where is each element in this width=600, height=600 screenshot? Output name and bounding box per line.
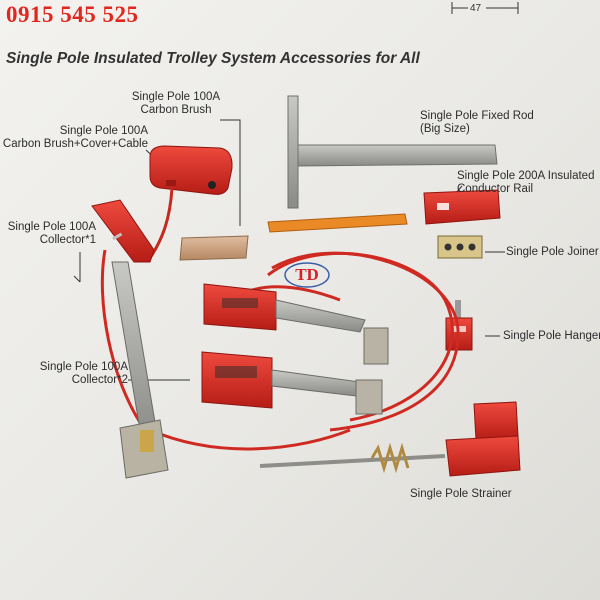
label-carbon-brush-line2: Carbon Brush — [140, 104, 212, 116]
watermark-text: TD — [295, 265, 319, 284]
label-collector-1-line1: Single Pole 100A — [7, 221, 96, 233]
dimension-marker: 47 — [448, 0, 522, 16]
label-carbon-brush-cover-cable: Single Pole 100A Carbon Brush+Cover+Cabl… — [0, 125, 148, 151]
carbon-brush-icon — [179, 235, 249, 261]
label-strainer: Single Pole Strainer — [410, 488, 512, 500]
collector-2-lower-icon — [201, 351, 383, 415]
conductor-rail-block-icon — [423, 189, 501, 225]
collector-1-icon — [91, 199, 169, 479]
label-fixed-rod-line2: (Big Size) — [420, 123, 470, 135]
fixed-rod-icon — [287, 95, 498, 209]
watermark-ellipse-icon — [284, 262, 330, 288]
label-collector-1: Single Pole 100A Collector*1 — [0, 221, 96, 247]
td-watermark-logo: TD — [283, 261, 331, 289]
collector-2-upper-icon — [203, 283, 389, 365]
label-collector-2: Single Pole 100A Collector*2 — [0, 361, 128, 387]
joiner-icon — [437, 235, 483, 259]
cable-lines — [100, 249, 460, 451]
label-carbon-brush-cover-cable-line1: Single Pole 100A — [59, 125, 148, 137]
label-carbon-brush-line1: Single Pole 100A — [131, 91, 221, 103]
carbon-brush-cover-icon — [148, 145, 233, 259]
label-collector-2-line1: Single Pole 100A — [39, 361, 128, 373]
label-carbon-brush-cover-cable-line2: Carbon Brush+Cover+Cable — [2, 138, 148, 150]
label-carbon-brush: Single Pole 100A Carbon Brush — [122, 91, 230, 117]
label-hanger: Single Pole Hanger — [503, 330, 600, 342]
conductor-rail-icon — [267, 213, 408, 233]
strainer-icon — [259, 401, 521, 477]
label-joiner: Single Pole Joiner — [506, 246, 599, 258]
phone-number: 0915 545 525 — [6, 2, 139, 27]
label-fixed-rod: Single Pole Fixed Rod (Big Size) — [420, 110, 534, 136]
label-conductor-rail-line2: Conductor Rail — [457, 183, 534, 195]
label-conductor-rail: Single Pole 200A Insulated Conductor Rai… — [457, 170, 594, 196]
dimension-line-icon — [451, 2, 519, 14]
label-fixed-rod-line1: Single Pole Fixed Rod — [420, 110, 534, 122]
leader-lines — [73, 119, 505, 381]
label-collector-1-line2: Collector*1 — [39, 234, 96, 246]
dimension-value: 47 — [470, 3, 482, 14]
label-collector-2-line2: Collector*2 — [71, 374, 128, 386]
label-conductor-rail-line1: Single Pole 200A Insulated — [457, 170, 595, 182]
page-title: Single Pole Insulated Trolley System Acc… — [6, 50, 420, 67]
